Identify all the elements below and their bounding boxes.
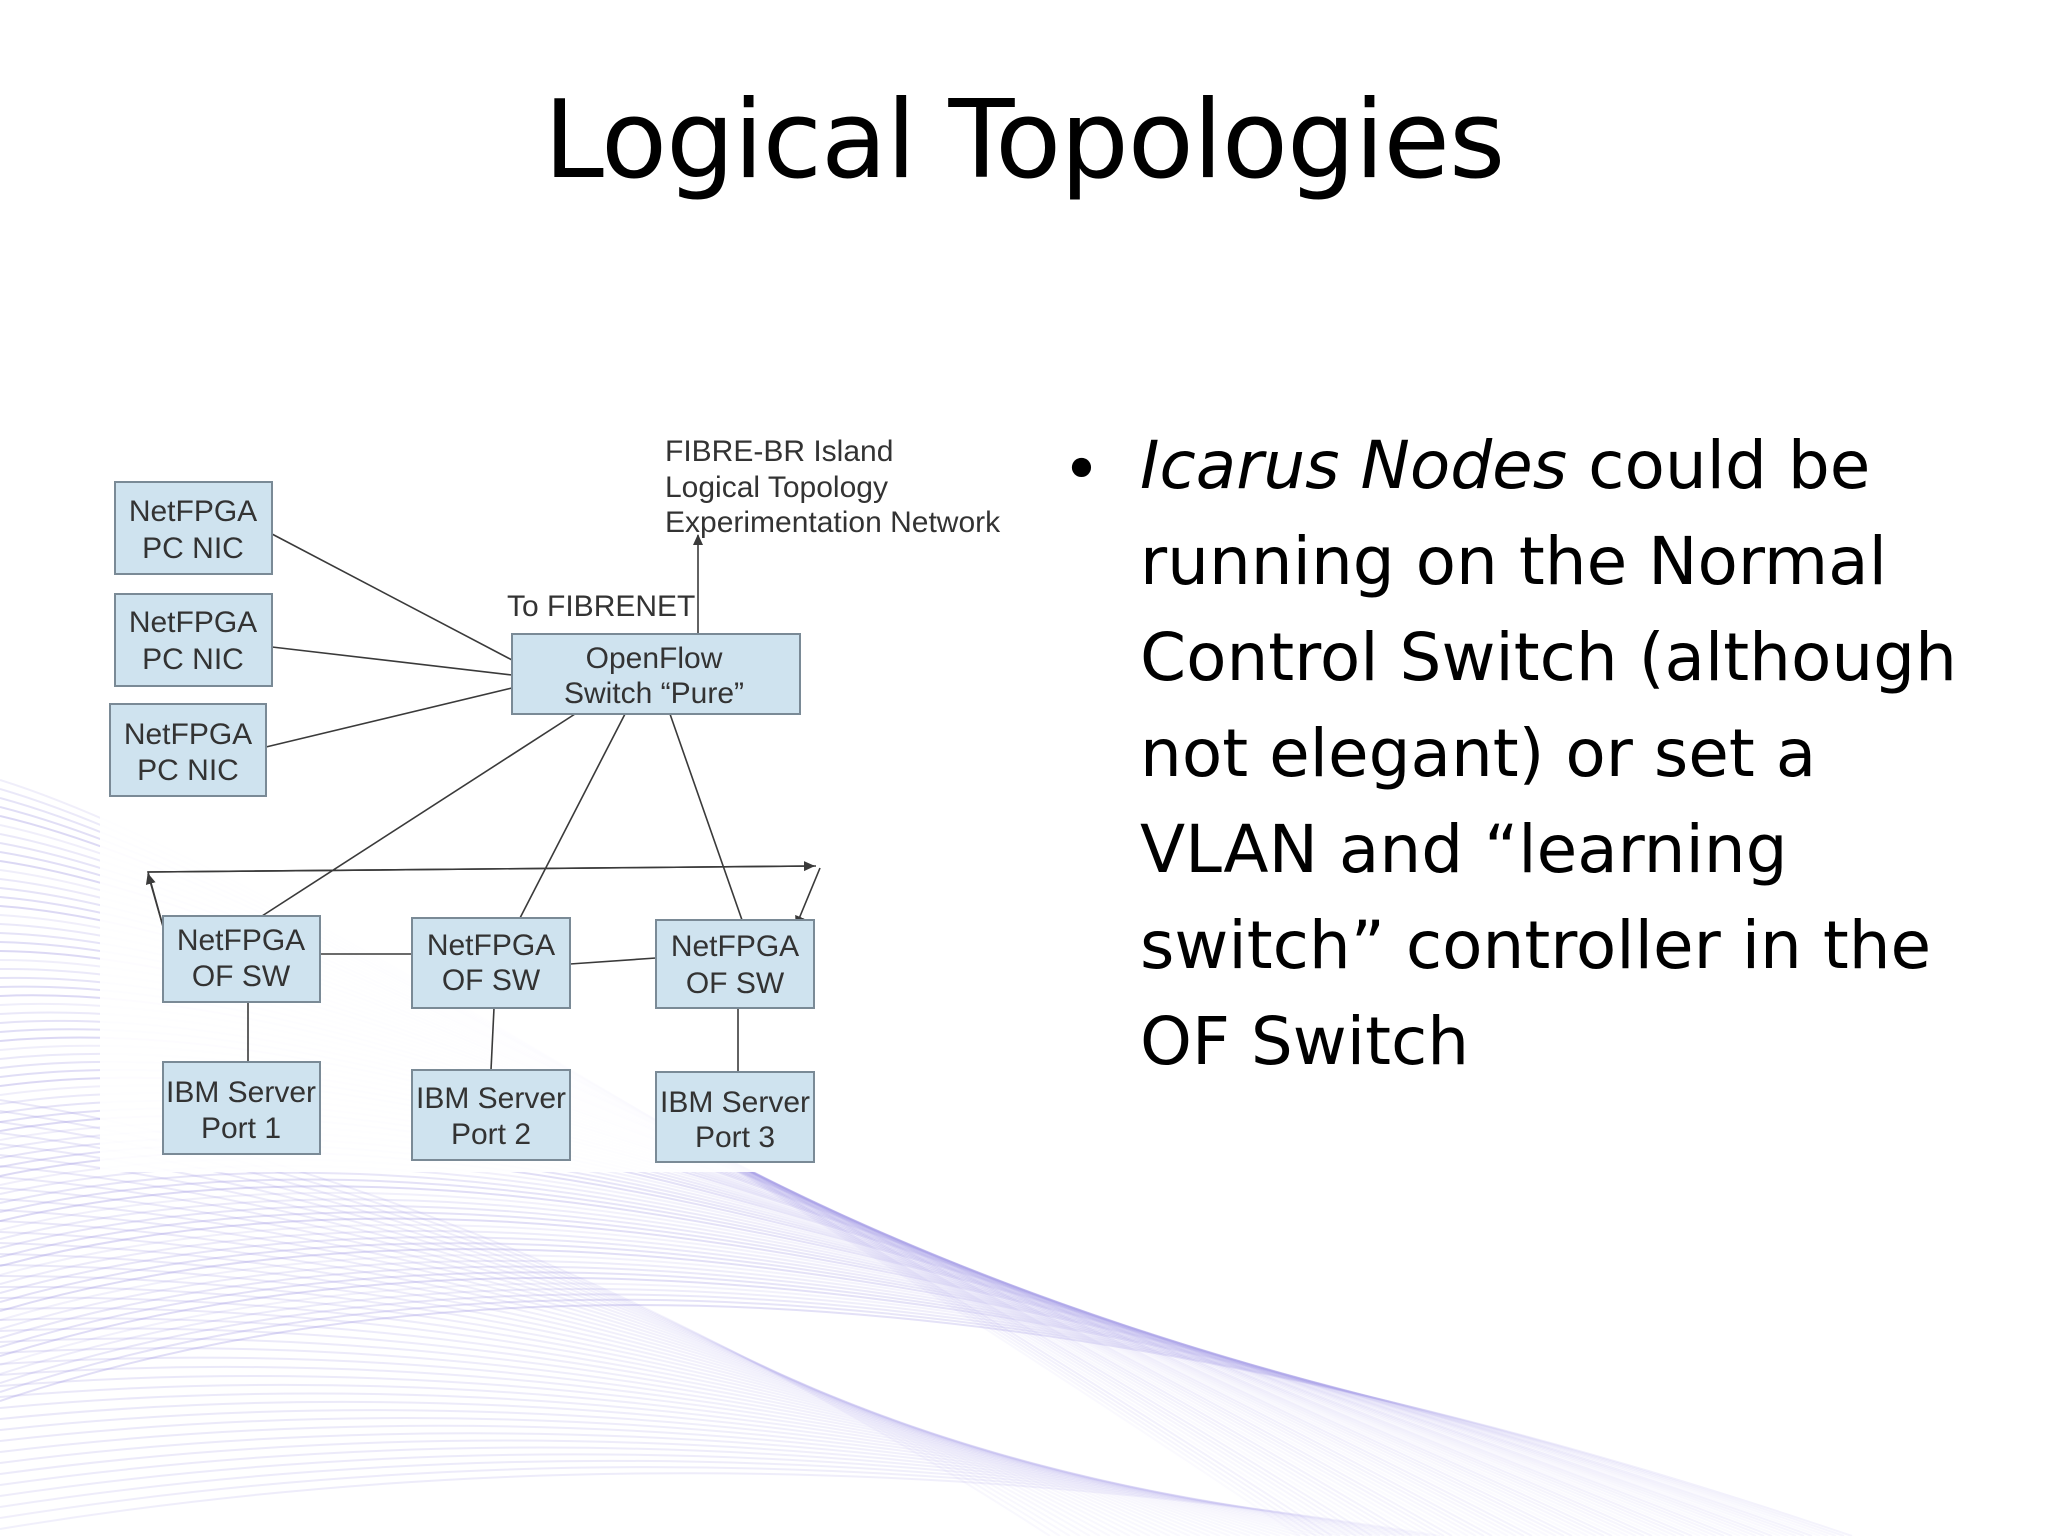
swirl-stroke — [0, 1198, 1709, 1536]
swirl-stroke — [0, 1254, 1781, 1536]
link-openflow-ofsw2 — [519, 713, 626, 919]
swirl-stroke — [0, 1223, 1741, 1536]
link-openflow-ofsw1 — [261, 713, 576, 917]
page-title: Logical Topologies — [543, 78, 1506, 203]
external-network-label: FIBRE-BR Island Logical Topology Experim… — [665, 435, 1001, 539]
link-nic1-openflow — [271, 533, 513, 661]
link-ofsw2-ibm2 — [490, 1007, 495, 1071]
swirl-stroke — [0, 1217, 1733, 1536]
swirl-stroke — [0, 1204, 1717, 1536]
bullet-italic-term: Icarus Nodes — [1140, 427, 1568, 504]
link-ofsw2-ofsw3 — [569, 957, 657, 965]
swirl-stroke — [0, 1185, 1693, 1536]
arrow-loop-left-down — [145, 873, 165, 931]
arrow-loop-right — [147, 861, 815, 873]
link-openflow-ofsw3 — [669, 713, 743, 921]
link-nic2-openflow — [271, 646, 513, 676]
swirl-stroke — [0, 1236, 1757, 1536]
uplink-label: To FIBRENET — [507, 590, 695, 623]
arrow-loop-right-down — [795, 867, 821, 927]
bullet-item: Icarus Nodes could be running on the Nor… — [1140, 418, 1990, 1090]
swirl-stroke — [0, 1472, 1441, 1536]
swirl-stroke — [0, 1303, 1853, 1536]
swirl-stroke — [0, 1230, 1749, 1536]
bullet-marker: • — [1062, 431, 1101, 508]
bullet-body-text: could be running on the Normal Control S… — [1140, 427, 1957, 1080]
swirl-stroke — [0, 1191, 1701, 1536]
link-nic3-openflow — [265, 687, 513, 748]
